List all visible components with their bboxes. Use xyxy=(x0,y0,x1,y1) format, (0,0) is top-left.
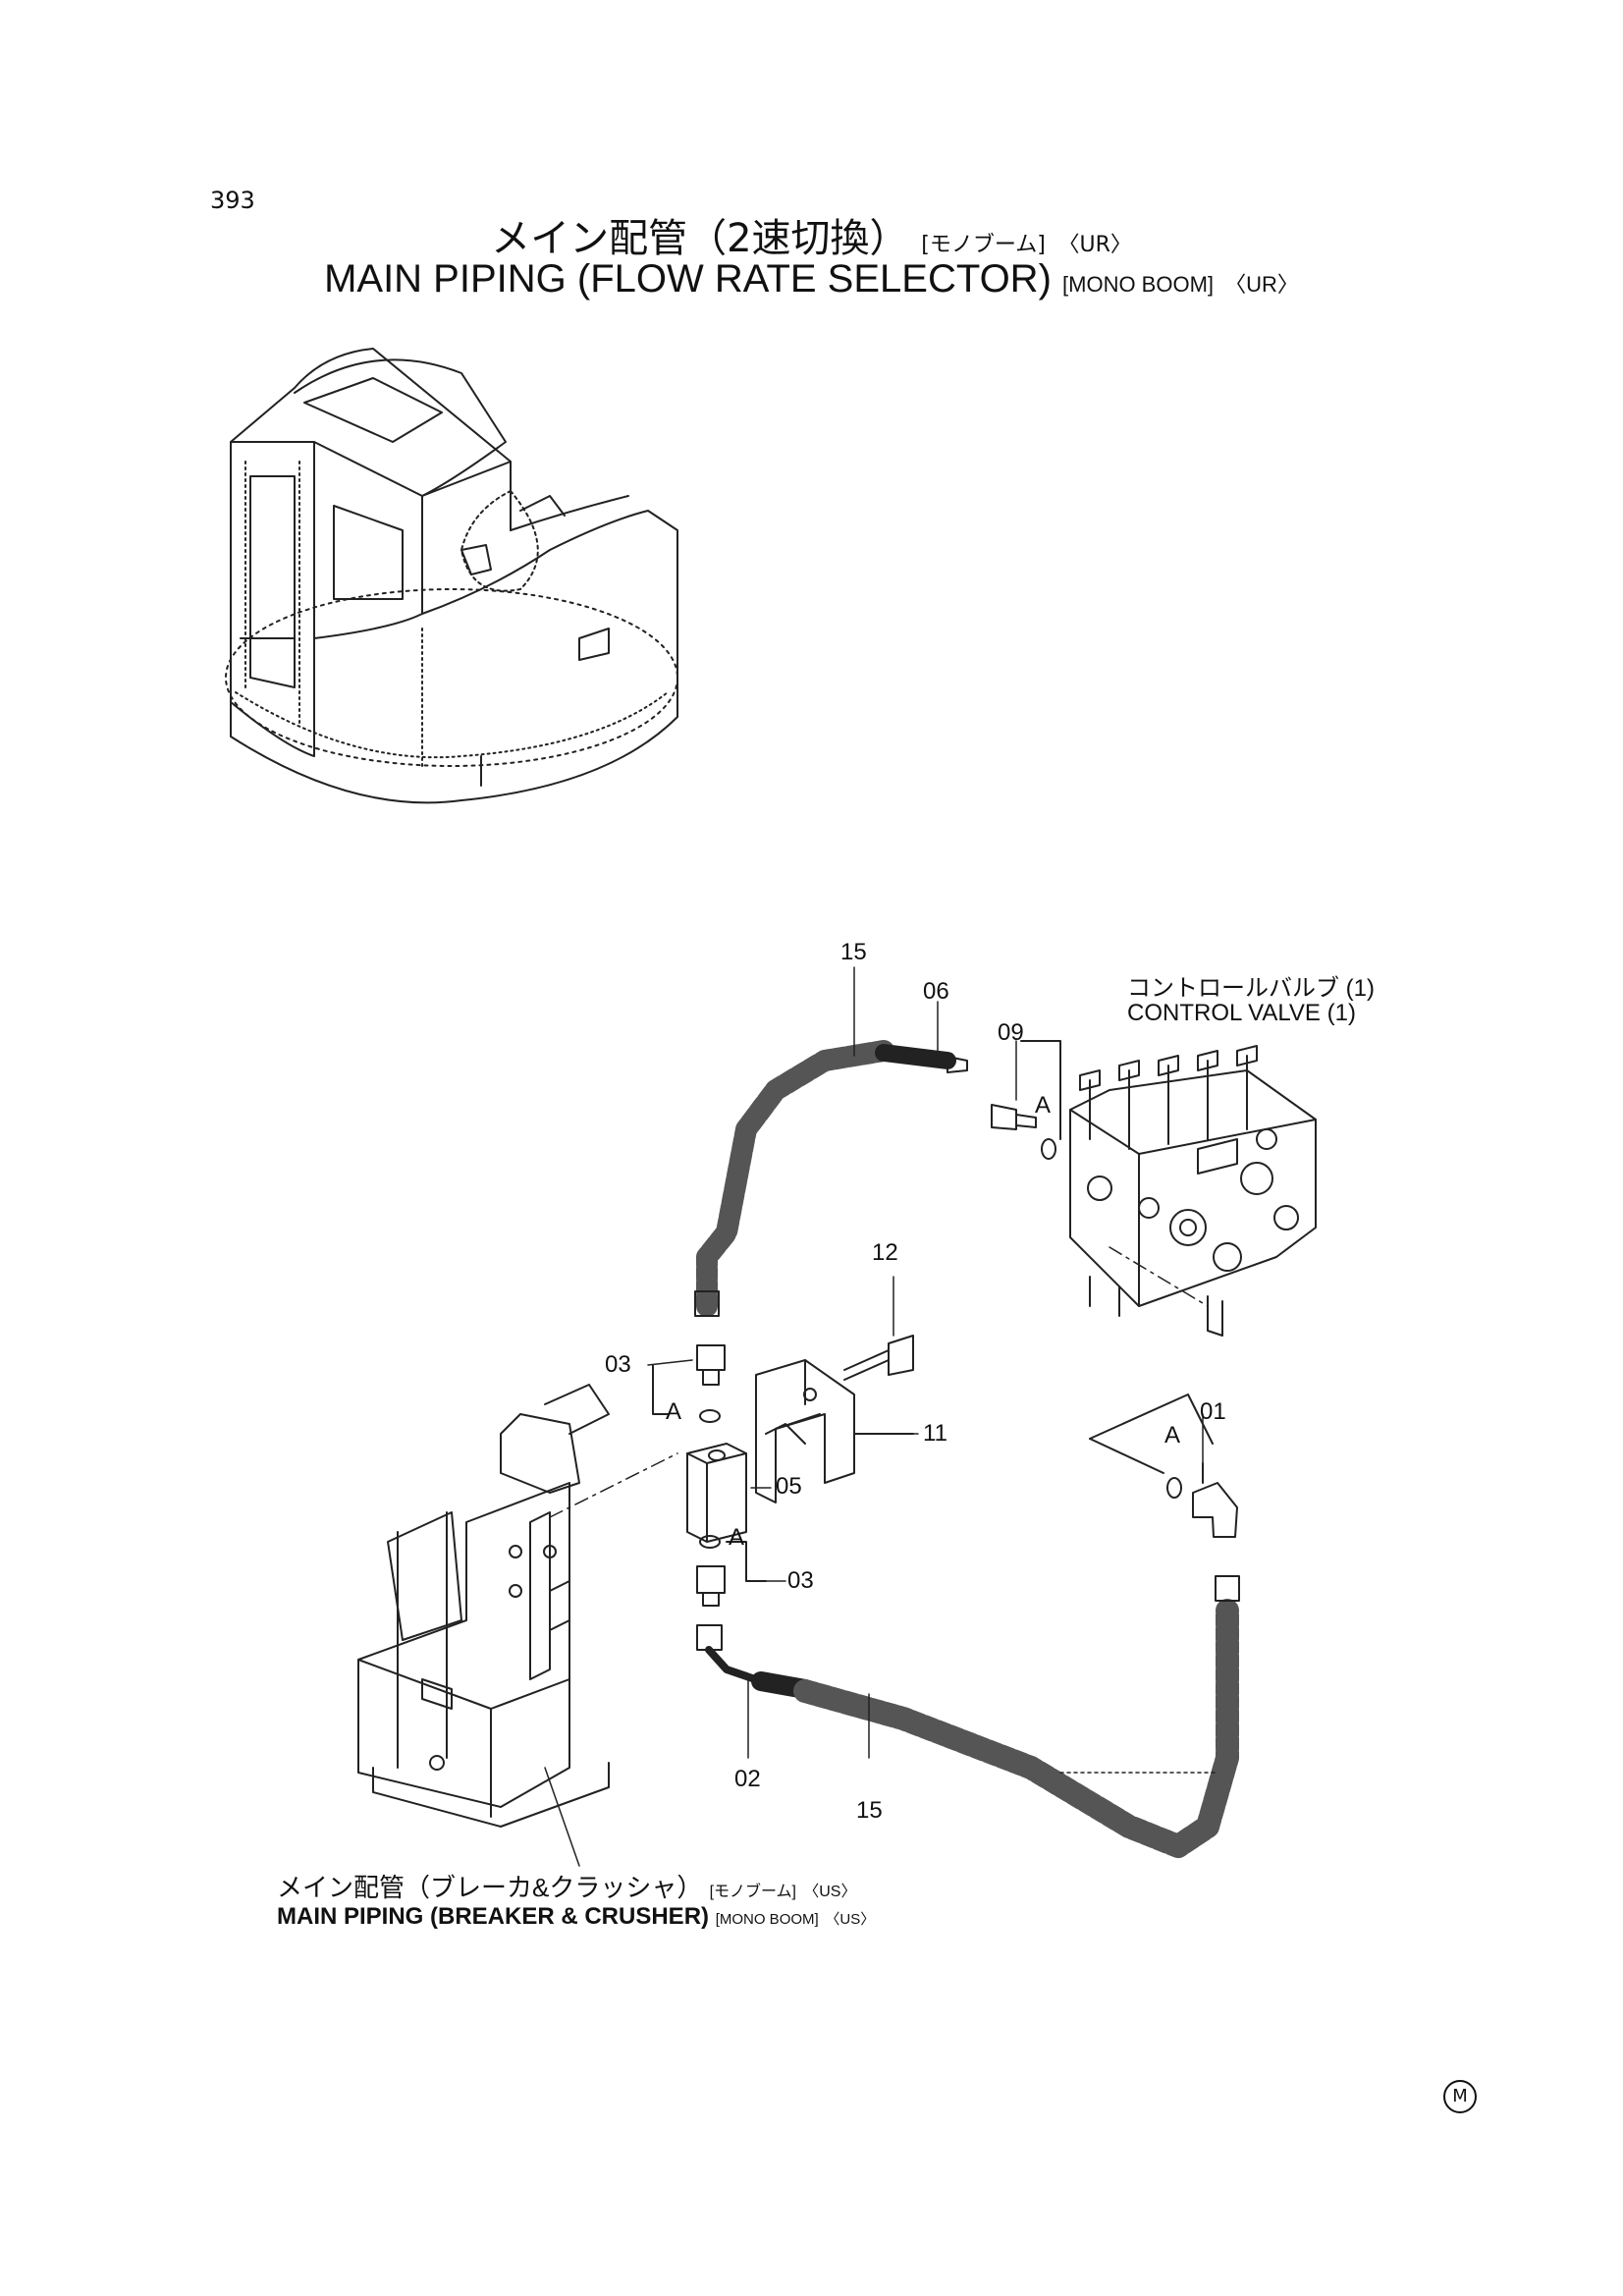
reference-note-jp-code: 〈US〉 xyxy=(803,1884,857,1900)
lower-hose-assembly xyxy=(696,1575,1240,1858)
part-label-03-lower: 03 xyxy=(787,1567,814,1594)
part-label-15-upper: 15 xyxy=(840,939,867,965)
title-jp-variant: [モノブーム] xyxy=(921,233,1046,257)
bolt-12 xyxy=(843,1335,914,1381)
part-label-03-upper: 03 xyxy=(605,1351,631,1378)
part-label-a-right: A xyxy=(1164,1422,1181,1449)
part-label-01: 01 xyxy=(1200,1398,1226,1425)
reference-note-en: MAIN PIPING (BREAKER & CRUSHER) [MONO BO… xyxy=(277,1903,875,1931)
reference-note-en-code: 〈US〉 xyxy=(825,1911,876,1928)
part-label-09: 09 xyxy=(998,1019,1024,1046)
leader-lines xyxy=(544,966,1218,1867)
title-en-main: MAIN PIPING (FLOW RATE SELECTOR) xyxy=(324,257,1052,301)
reference-note-en-variant: [MONO BOOM] xyxy=(715,1911,819,1928)
part-label-a-middle: A xyxy=(729,1524,745,1551)
part-label-12: 12 xyxy=(872,1239,898,1266)
breaker-stand-illustration xyxy=(357,1384,610,1828)
reference-note-jp: メイン配管（ブレーカ&クラッシャ） [モノブーム] 〈US〉 xyxy=(277,1868,856,1904)
part-label-a-upper: A xyxy=(1035,1092,1052,1119)
reference-note-jp-variant: [モノブーム] xyxy=(709,1884,796,1900)
title-jp-code: 〈UR〉 xyxy=(1057,233,1132,257)
upper-hose-assembly xyxy=(694,1040,968,1317)
part-label-15-lower: 15 xyxy=(856,1797,883,1824)
title-jp-main: メイン配管（2速切換） xyxy=(491,216,909,261)
fitting-01 xyxy=(1089,1394,1238,1538)
control-valve-label-en: CONTROL VALVE (1) xyxy=(1127,1000,1356,1026)
page-number: 393 xyxy=(210,187,255,214)
reference-note-en-main: MAIN PIPING (BREAKER & CRUSHER) xyxy=(277,1903,710,1930)
fitting-09 xyxy=(991,1040,1061,1160)
title-en-code: 〈UR〉 xyxy=(1224,272,1299,297)
part-label-05: 05 xyxy=(776,1473,802,1500)
control-valve-label-jp: コントロールバルブ (1) xyxy=(1127,975,1375,1002)
part-label-a-left: A xyxy=(666,1398,682,1425)
control-valve-illustration xyxy=(1069,1045,1317,1337)
excavator-overview-illustration xyxy=(225,348,678,804)
part-label-06: 06 xyxy=(923,978,949,1005)
block-05 xyxy=(686,1443,747,1543)
title-english: MAIN PIPING (FLOW RATE SELECTOR) [MONO B… xyxy=(0,257,1623,301)
circled-m-mark: M xyxy=(1443,2080,1477,2113)
reference-note-jp-main: メイン配管（ブレーカ&クラッシャ） xyxy=(277,1873,703,1902)
title-japanese: メイン配管（2速切換） [モノブーム] 〈UR〉 xyxy=(0,206,1623,263)
fitting-03-top xyxy=(652,1344,726,1423)
title-en-variant: [MONO BOOM] xyxy=(1062,272,1215,297)
part-label-11: 11 xyxy=(923,1420,947,1447)
part-label-02: 02 xyxy=(734,1766,761,1792)
